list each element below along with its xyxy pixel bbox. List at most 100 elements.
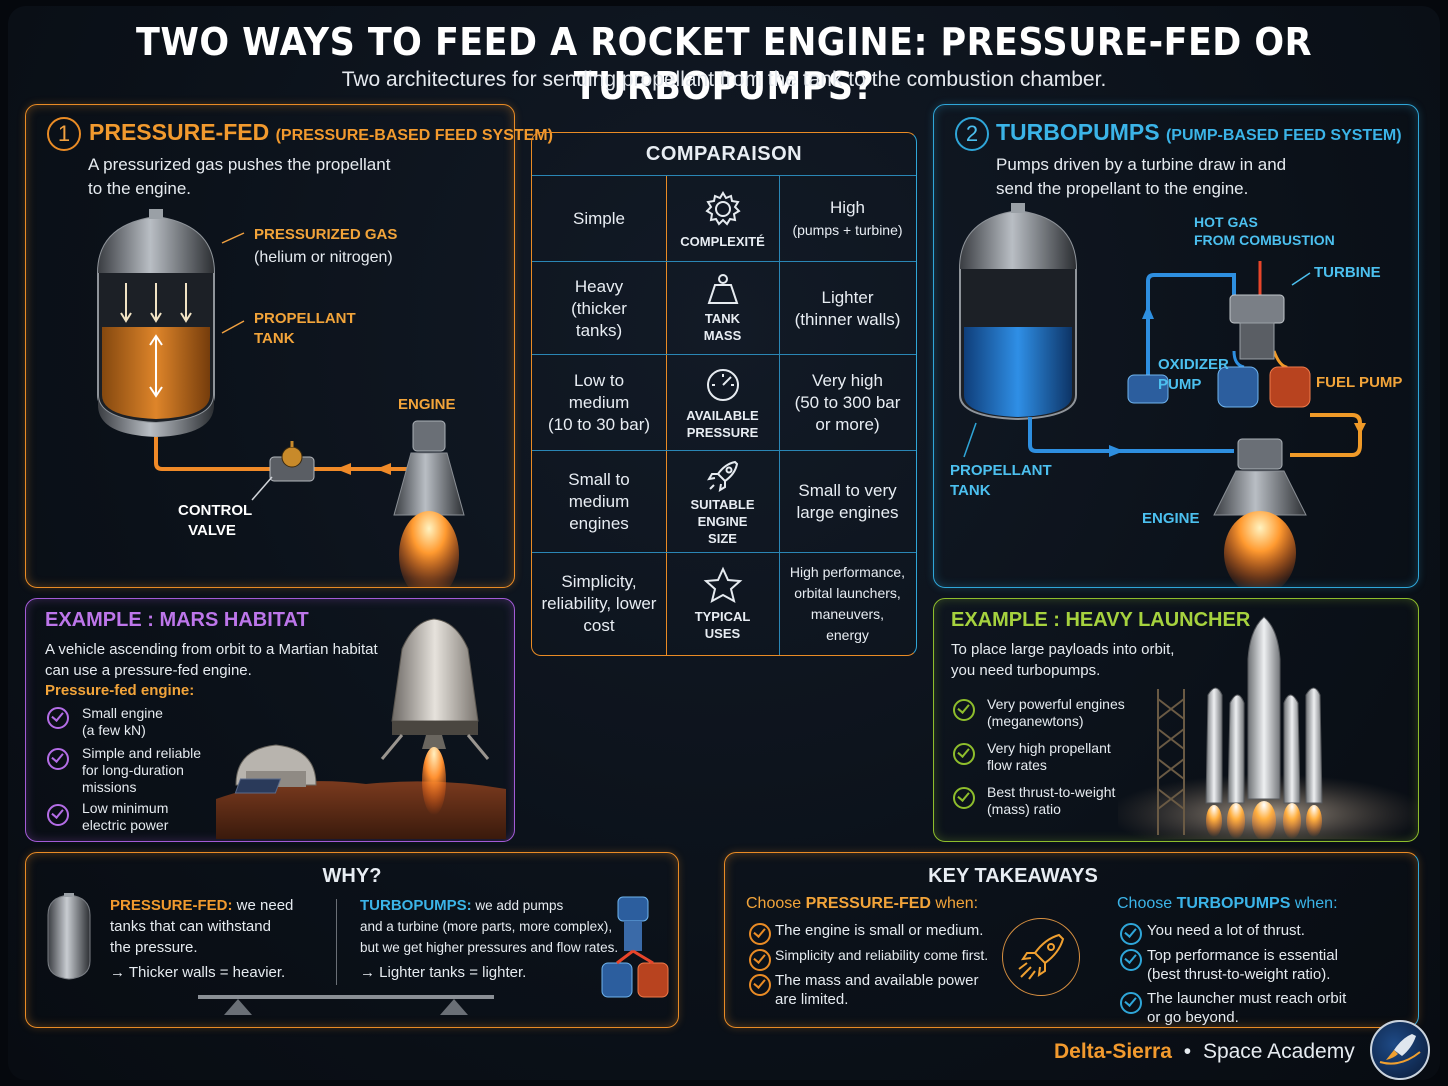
row-left: Heavy (thicker tanks) — [532, 262, 667, 355]
comparison-row-engine-size: Small to medium engines SUITABLE ENGINE … — [532, 450, 916, 553]
list-item: Best thrust-to-weight (mass) ratio — [987, 784, 1116, 817]
rocket-icon — [706, 460, 738, 492]
check-icon — [1120, 949, 1142, 971]
label-propellant-tank: PROPELLANT TANK — [950, 462, 1052, 499]
list-item: The launcher must reach orbit or go beyo… — [1147, 990, 1347, 1026]
why-pressure-fed-text: PRESSURE-FED: we need tanks that can wit… — [110, 897, 294, 981]
pump-assembly-icon — [601, 896, 669, 998]
engine-icon — [1213, 438, 1307, 587]
rocket-badge-icon — [1002, 918, 1080, 996]
row-right: Small to very large engines — [796, 481, 899, 522]
takeaways-panel: KEY TAKEAWAYS Choose PRESSURE-FED when: … — [724, 852, 1419, 1028]
list-item: Very high propellant flow rates — [987, 740, 1111, 773]
engine-icon — [393, 420, 465, 587]
row-left: Simplicity, reliability, lower cost — [532, 553, 667, 655]
label-engine: ENGINE — [1142, 510, 1200, 527]
rocket-icon — [1205, 616, 1323, 839]
check-icon — [47, 804, 69, 826]
turbopumps-panel: 2 TURBOPUMPS (PUMP-BASED FEED SYSTEM) Pu… — [933, 104, 1419, 588]
label-hot-gas: HOT GAS FROM COMBUSTION — [1194, 214, 1335, 248]
lander-capsule-icon — [380, 618, 490, 815]
why-turbopumps-text: TURBOPUMPS: we add pumps and a turbine (… — [360, 897, 619, 981]
list-item: Very powerful engines (meganewtons) — [987, 696, 1125, 729]
mars-example-title: EXAMPLE : MARS HABITAT — [45, 609, 309, 631]
takeaways-pf-heading: Choose PRESSURE-FED when: — [746, 895, 979, 912]
oxidizer-pump-icon — [1127, 366, 1259, 408]
label-pressurized-gas-sub: (helium or nitrogen) — [254, 249, 393, 266]
label-engine: ENGINE — [398, 396, 456, 413]
heavy-launcher-illustration — [1118, 616, 1418, 839]
steel-tank-icon — [47, 893, 91, 980]
label-propellant-tank: PROPELLANT TANK — [254, 310, 356, 347]
list-item: Simplicity and reliability come first. — [775, 947, 989, 963]
check-icon — [953, 699, 975, 721]
academy-logo-icon — [1370, 1020, 1430, 1080]
row-middle: TYPICAL USES — [666, 553, 780, 655]
section-number-2: 2 — [955, 117, 989, 151]
check-icon — [47, 748, 69, 770]
pressure-fed-diagram — [97, 209, 465, 587]
mars-example-description: A vehicle ascending from orbit to a Mart… — [45, 641, 378, 679]
row-left: Simple — [532, 176, 667, 262]
label-control-valve: CONTROL VALVE — [178, 502, 253, 539]
launcher-example-description: To place large payloads into orbit, you … — [951, 641, 1175, 679]
comparison-row-tank-mass: Heavy (thicker tanks) TANK MASS Lighter … — [532, 261, 916, 355]
comparison-row-complexity: Simple COMPLEXITÉ High (pumps + turbine) — [532, 175, 916, 262]
pressure-fed-panel: 1 PRESSURE-FED (PRESSURE-BASED FEED SYST… — [25, 104, 553, 588]
section-number-1: 1 — [47, 117, 81, 151]
propellant-tank-icon — [97, 209, 215, 437]
turbopumps-description: Pumps driven by a turbine draw in and se… — [996, 155, 1287, 198]
takeaways-title: KEY TAKEAWAYS — [928, 865, 1098, 887]
why-title: WHY? — [322, 865, 382, 887]
list-item: Top performance is essential (best thrus… — [1147, 947, 1338, 983]
page-title: TWO WAYS TO FEED A ROCKET ENGINE: PRESSU… — [136, 20, 1312, 108]
star-icon — [703, 566, 742, 603]
list-item: Small engine (a few kN) — [82, 705, 163, 738]
launcher-example-title: EXAMPLE : HEAVY LAUNCHER — [951, 609, 1251, 631]
check-icon — [953, 743, 975, 765]
label-fuel-pump: FUEL PUMP — [1316, 374, 1403, 391]
label-pressurized-gas: PRESSURIZED GAS — [254, 226, 398, 243]
pressure-fed-title: PRESSURE-FED (PRESSURE-BASED FEED SYSTEM… — [89, 119, 553, 145]
balance-scale-icon — [198, 995, 494, 1015]
gauge-icon — [706, 368, 739, 401]
page-subtitle: Two architectures for sending propellant… — [341, 68, 1107, 91]
check-icon — [1120, 992, 1142, 1014]
why-divider — [336, 899, 337, 985]
list-item: You need a lot of thrust. — [1147, 922, 1305, 939]
gear-icon — [704, 190, 741, 226]
list-item: Simple and reliable for long-duration mi… — [82, 745, 202, 795]
turbopumps-diagram — [959, 203, 1366, 587]
row-right: Very high (50 to 300 bar or more) — [794, 371, 901, 434]
check-icon — [749, 949, 771, 971]
list-item: The mass and available power are limited… — [775, 972, 979, 1008]
check-icon — [749, 923, 771, 945]
weight-icon — [707, 274, 738, 304]
why-panel: WHY? PRESSURE-FED: we need tanks that ca… — [25, 852, 679, 1028]
launcher-example-panel: EXAMPLE : HEAVY LAUNCHER To place large … — [933, 598, 1419, 842]
turbopumps-title: TURBOPUMPS (PUMP-BASED FEED SYSTEM) — [996, 119, 1402, 145]
check-icon — [1120, 923, 1142, 945]
check-icon — [749, 974, 771, 996]
footer-brand: Delta-Sierra • Space Academy — [1054, 1040, 1355, 1063]
takeaways-tp-heading: Choose TURBOPUMPS when: — [1117, 895, 1338, 912]
check-icon — [47, 707, 69, 729]
mars-example-panel: EXAMPLE : MARS HABITAT A vehicle ascendi… — [25, 598, 515, 842]
pressure-fed-description: A pressurized gas pushes the propellant … — [88, 155, 391, 198]
turbine-icon — [1229, 294, 1285, 360]
launch-tower-icon — [1157, 689, 1185, 835]
row-middle: SUITABLE ENGINE SIZE — [666, 451, 780, 553]
row-right: High (pumps + turbine) — [792, 198, 903, 238]
control-valve-icon — [269, 441, 315, 482]
row-left: Low to medium (10 to 30 bar) — [532, 355, 667, 451]
infographic: TWO WAYS TO FEED A ROCKET ENGINE: PRESSU… — [8, 6, 1440, 1080]
row-middle: AVAILABLE PRESSURE — [666, 355, 780, 451]
list-item: The engine is small or medium. — [775, 922, 984, 939]
row-middle: COMPLEXITÉ — [666, 176, 780, 262]
label-oxidizer-pump: OXIDIZER PUMP — [1158, 356, 1229, 393]
check-icon — [953, 787, 975, 809]
mars-habitat-illustration — [216, 618, 506, 839]
comparison-row-pressure: Low to medium (10 to 30 bar) AVAILABLE P… — [532, 354, 916, 451]
comparison-title: COMPARAISON — [645, 143, 803, 165]
comparison-row-uses: Simplicity, reliability, lower cost TYPI… — [532, 552, 916, 655]
